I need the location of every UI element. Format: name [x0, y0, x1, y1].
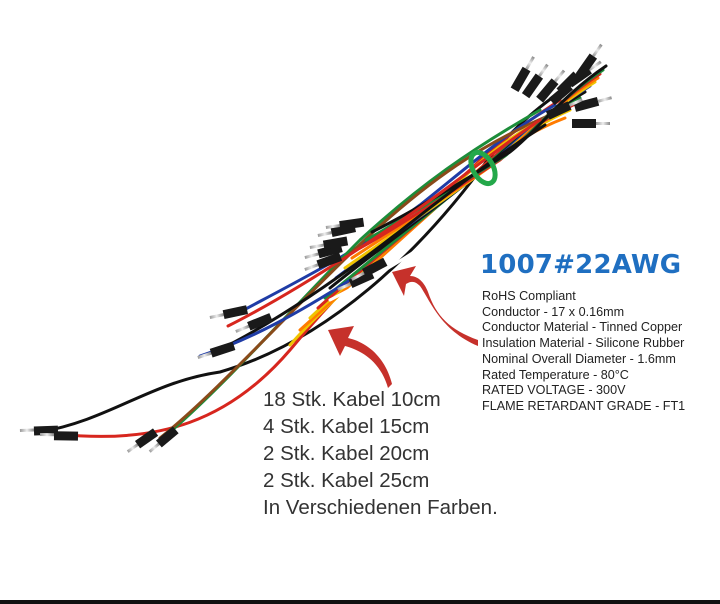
spec-line: RATED VOLTAGE - 300V — [482, 383, 626, 398]
spec-line: Nominal Overall Diameter - 1.6mm — [482, 351, 676, 366]
contents-line: 4 Stk. Kabel 15cm — [263, 415, 430, 438]
contents-line: 18 Stk. Kabel 10cm — [263, 388, 441, 411]
spec-line: Insulation Material - Silicone Rubber — [482, 336, 685, 351]
cable-tie — [468, 149, 498, 187]
spec-line: Conductor - 17 x 0.16mm — [482, 304, 625, 319]
spec-line: Conductor Material - Tinned Copper — [482, 320, 683, 335]
package-contents: 18 Stk. Kabel 10cm 4 Stk. Kabel 15cm 2 S… — [263, 386, 498, 521]
bottom-divider — [0, 600, 720, 604]
spec-line: FLAME RETARDANT GRADE - FT1 — [482, 398, 686, 413]
arrow-to-specs — [392, 266, 478, 346]
dupont-connectors — [19, 43, 612, 453]
annotation-arrows — [328, 266, 478, 388]
arrow-to-lengths — [328, 326, 392, 388]
spec-list: RoHS Compliant Conductor - 17 x 0.16mm C… — [482, 289, 685, 415]
contents-line: 2 Stk. Kabel 20cm — [263, 442, 430, 465]
contents-line: In Verschiedenen Farben. — [263, 496, 498, 519]
wire-gauge-title: 1007#22AWG — [480, 250, 682, 280]
spec-line: Rated Temperature - 80°C — [482, 367, 629, 382]
spec-line: RoHS Compliant — [482, 289, 576, 303]
contents-line: 2 Stk. Kabel 25cm — [263, 469, 430, 492]
